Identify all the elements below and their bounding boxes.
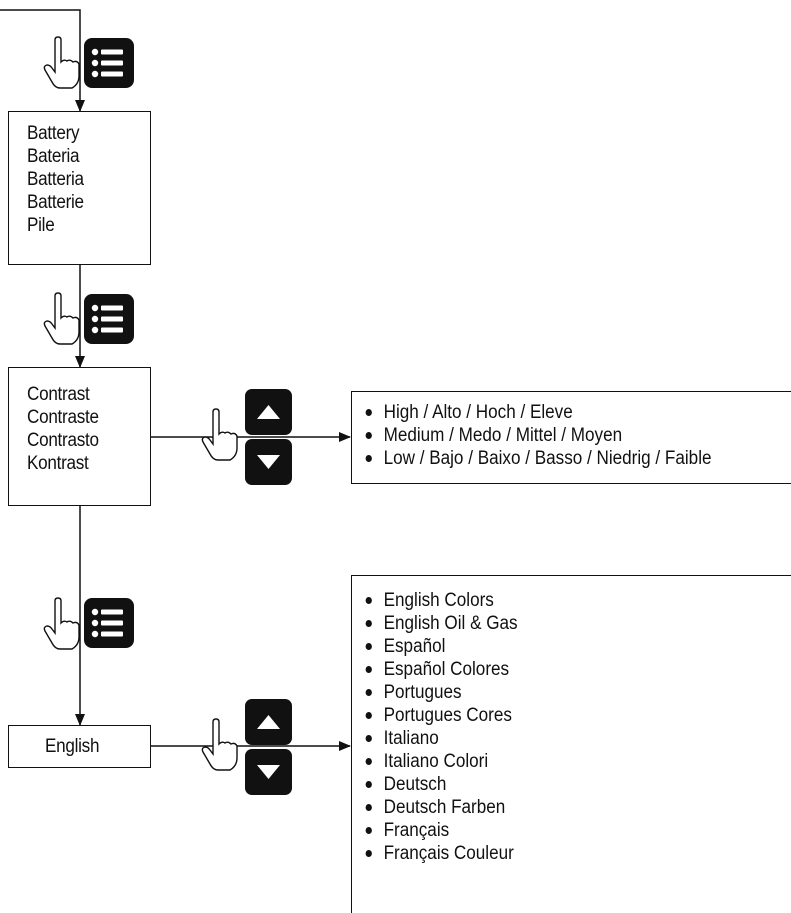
up-button[interactable]: [245, 699, 292, 745]
pointing-hand-icon: [201, 408, 238, 461]
down-button[interactable]: [245, 439, 292, 485]
language-option: English Colors: [362, 589, 518, 612]
language-option: English Oil & Gas: [362, 612, 518, 635]
up-button[interactable]: [245, 389, 292, 435]
contrast-options-box: High / Alto / Hoch / Eleve Medium / Medo…: [351, 391, 791, 484]
menu-button[interactable]: [84, 598, 134, 648]
menu-button[interactable]: [84, 38, 134, 88]
language-option: Italiano Colori: [362, 750, 518, 773]
battery-line: Batteria: [27, 169, 84, 190]
language-option: Portugues Cores: [362, 704, 518, 727]
contrast-line: Contrast: [27, 384, 90, 405]
menu-list-icon: [91, 608, 123, 638]
language-option: Italiano: [362, 727, 518, 750]
contrast-line: Kontrast: [27, 453, 89, 474]
battery-line: Bateria: [27, 146, 80, 167]
up-arrow-icon: [257, 715, 280, 729]
contrast-option: High / Alto / Hoch / Eleve: [362, 401, 712, 424]
menu-list-icon: [91, 304, 123, 334]
pointing-hand-icon: [201, 718, 238, 771]
menu-button[interactable]: [84, 294, 134, 344]
pointing-hand-icon: [43, 597, 80, 650]
battery-line: Batterie: [27, 192, 84, 213]
battery-line: Battery: [27, 123, 80, 144]
menu-list-icon: [91, 48, 123, 78]
battery-box: Battery Bateria Batteria Batterie Pile: [8, 111, 151, 265]
language-label: English: [45, 736, 100, 757]
contrast-box: Contrast Contraste Contrasto Kontrast: [8, 367, 151, 506]
language-option: Français: [362, 819, 518, 842]
language-options-box: English Colors English Oil & Gas Español…: [351, 575, 791, 913]
pointing-hand-icon: [43, 36, 80, 89]
contrast-option: Low / Bajo / Baixo / Basso / Niedrig / F…: [362, 447, 712, 470]
language-option: Español Colores: [362, 658, 518, 681]
contrast-option: Medium / Medo / Mittel / Moyen: [362, 424, 712, 447]
connector-top: [0, 9, 85, 112]
language-box: English: [8, 725, 151, 768]
language-option: Español: [362, 635, 518, 658]
language-option: Deutsch: [362, 773, 518, 796]
down-arrow-icon: [257, 455, 280, 469]
language-option: Deutsch Farben: [362, 796, 518, 819]
language-option: Portugues: [362, 681, 518, 704]
down-arrow-icon: [257, 765, 280, 779]
contrast-line: Contraste: [27, 407, 99, 428]
up-arrow-icon: [257, 405, 280, 419]
pointing-hand-icon: [43, 292, 80, 345]
battery-line: Pile: [27, 215, 55, 236]
language-option: Français Couleur: [362, 842, 518, 865]
contrast-line: Contrasto: [27, 430, 99, 451]
down-button[interactable]: [245, 749, 292, 795]
